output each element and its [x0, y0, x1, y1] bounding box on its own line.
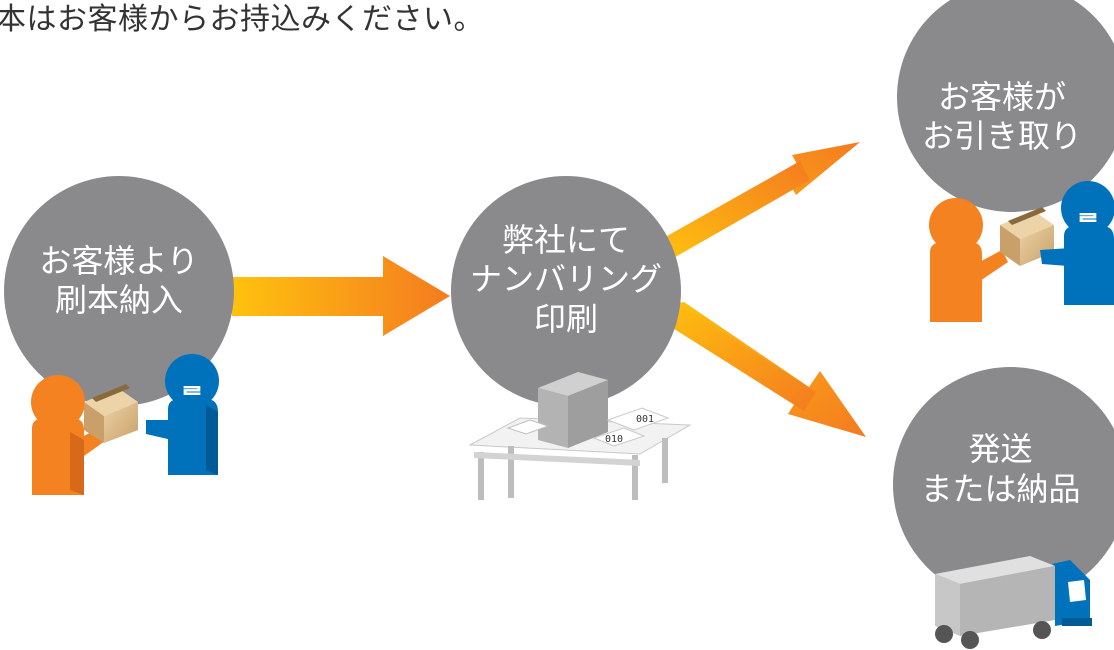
- printout-label-b: 010: [605, 434, 623, 445]
- arrow-to-pickup-body: [660, 161, 810, 260]
- node-customer-pickup: お客様が お引き取り: [897, 0, 1114, 212]
- pickup-package-box-icon: [1000, 207, 1054, 266]
- node-customer-delivery-line2: 刷本納入: [54, 281, 183, 319]
- node-numbering-line1: 弊社にて: [501, 221, 630, 260]
- package-box-icon: [84, 384, 138, 443]
- header-text: 本はお客様からお持込みください。: [0, 2, 484, 37]
- svg-text:ᆯ: ᆯ: [180, 369, 204, 399]
- delivery-truck-icon: [935, 556, 1092, 649]
- printout-label-a: 001: [636, 414, 654, 425]
- node-customer-pickup-line1: お客様が: [937, 77, 1066, 116]
- node-shipping-line2: または納品: [920, 469, 1081, 508]
- node-shipping-line1: 発送: [968, 430, 1033, 469]
- node-numbering-line3: 印刷: [533, 299, 598, 338]
- customer-person-icon: [31, 375, 112, 495]
- pickup-customer-person-icon: [929, 198, 1008, 322]
- node-customer-delivery-line1: お客様より: [39, 241, 199, 280]
- svg-text:ᆯ: ᆯ: [1076, 196, 1100, 226]
- node-numbering-line2: ナンバリング: [469, 260, 662, 299]
- numbering-printer-icon: 001 010: [468, 372, 692, 500]
- node-customer-pickup-line2: お引き取り: [921, 117, 1082, 155]
- node-numbering: 弊社にて ナンバリング 印刷: [451, 176, 681, 406]
- arrow-to-numbering: [232, 256, 450, 336]
- pickup-staff-person-icon: ᆯ: [1040, 181, 1114, 305]
- staff-person-icon: ᆯ: [146, 354, 219, 475]
- arrow-to-shipping-body: [660, 300, 816, 411]
